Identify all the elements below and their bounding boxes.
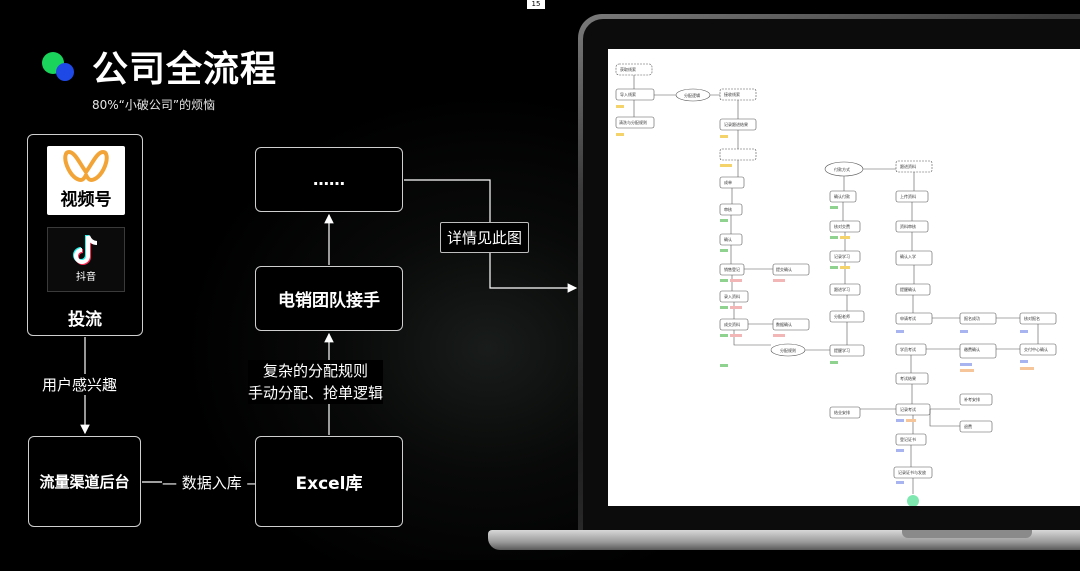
svg-text:提交确认: 提交确认: [776, 266, 792, 272]
svg-text:提醒学习: 提醒学习: [834, 347, 850, 353]
more-steps-box: ……: [255, 147, 403, 212]
svg-text:数据确认: 数据确认: [776, 321, 792, 327]
douyin-tile: 抖音: [47, 227, 125, 292]
telesales-team-box: 电销团队接手: [255, 266, 403, 331]
svg-text:确认: 确认: [724, 236, 732, 242]
see-detail-label: 详情见此图: [440, 222, 530, 253]
svg-text:付款方式: 付款方式: [834, 166, 850, 172]
svg-text:学员考试: 学员考试: [900, 346, 916, 352]
slide-title: 公司全流程: [92, 49, 278, 90]
svg-text:记录学习: 记录学习: [834, 253, 850, 259]
svg-text:分配老师: 分配老师: [834, 313, 850, 319]
svg-text:跟进学习: 跟进学习: [834, 286, 850, 292]
svg-text:分配规则: 分配规则: [780, 347, 796, 353]
svg-text:核对交费: 核对交费: [834, 223, 850, 229]
detailed-flowchart-image: 获取线索 导入线索 清洗与分配规则 分配逻辑 接收线索 记录跟进结果 成单 审核…: [615, 63, 1057, 506]
svg-text:缴费确认: 缴费确认: [964, 346, 980, 352]
allocation-rules-label: 复杂的分配规则 手动分配、抢单逻辑: [248, 360, 384, 404]
wechat-channels-tile: 视频号: [47, 146, 125, 215]
allocation-rules-line-2: 手动分配、抢单逻辑: [248, 384, 384, 402]
title-dot-blue-icon: [56, 63, 74, 81]
slide-subtitle: 80%“小破公司”的烦恼: [92, 98, 216, 112]
data-entry-label: — 数据入库 —: [162, 472, 262, 493]
svg-text:成交资料: 成交资料: [724, 321, 740, 327]
laptop-screen-flowchart: 获取线索 导入线索 清洗与分配规则 分配逻辑 接收线索 记录跟进结果 成单 审核…: [608, 49, 1080, 506]
svg-text:审核: 审核: [724, 206, 732, 212]
svg-text:确认入学: 确认入学: [900, 253, 916, 259]
excel-library-box: Excel库: [255, 436, 403, 527]
svg-text:补考安排: 补考安排: [964, 396, 980, 402]
svg-text:报名成功: 报名成功: [964, 315, 980, 321]
svg-text:记录考试: 记录考试: [900, 406, 916, 412]
svg-text:考试结果: 考试结果: [900, 375, 916, 381]
svg-text:接收线索: 接收线索: [724, 91, 740, 97]
laptop-bezel: 获取线索 导入线索 清洗与分配规则 分配逻辑 接收线索 记录跟进结果 成单 审核…: [583, 19, 1080, 530]
wechat-channels-label: 视频号: [60, 190, 112, 210]
svg-text:提醒确认: 提醒确认: [900, 286, 916, 292]
allocation-rules-line-1: 复杂的分配规则: [263, 362, 369, 380]
svg-text:跟进资料: 跟进资料: [900, 163, 916, 169]
svg-text:成单: 成单: [724, 179, 732, 185]
svg-text:记录证书与发放: 记录证书与发放: [898, 469, 926, 475]
svg-text:核对报名: 核对报名: [1024, 315, 1040, 321]
laptop-lid: 获取线索 导入线索 清洗与分配规则 分配逻辑 接收线索 记录跟进结果 成单 审核…: [578, 14, 1080, 530]
wechat-channels-logo-icon: [63, 150, 109, 182]
svg-text:退费: 退费: [964, 423, 972, 429]
svg-text:上传资料: 上传资料: [900, 193, 916, 199]
svg-text:获取线索: 获取线索: [620, 66, 636, 72]
traffic-label: 投流: [68, 310, 102, 330]
channel-backend-box: 流量渠道后台: [28, 436, 141, 527]
user-interest-label: 用户感兴趣: [42, 374, 118, 395]
laptop-mockup: 获取线索 导入线索 清洗与分配规则 分配逻辑 接收线索 记录跟进结果 成单 审核…: [578, 14, 1080, 544]
svg-text:销售登记: 销售登记: [724, 266, 740, 272]
douyin-label: 抖音: [76, 272, 96, 283]
svg-text:登记证书: 登记证书: [900, 436, 916, 442]
svg-text:录入资料: 录入资料: [724, 293, 740, 299]
traffic-source-box: 视频号 抖音 投流: [27, 134, 143, 336]
page-number: 15: [527, 0, 545, 9]
svg-text:申请考试: 申请考试: [900, 315, 916, 321]
svg-text:结业安排: 结业安排: [834, 409, 850, 415]
svg-text:记录跟进结果: 记录跟进结果: [724, 121, 748, 127]
svg-text:导入线索: 导入线索: [620, 91, 636, 97]
svg-text:清洗与分配规则: 清洗与分配规则: [619, 119, 647, 125]
svg-text:确认付款: 确认付款: [834, 193, 850, 199]
svg-text:资料审核: 资料审核: [900, 223, 916, 229]
laptop-base-notch: [902, 530, 1032, 538]
douyin-logo-icon: [73, 235, 98, 265]
svg-text:交付中心确认: 交付中心确认: [1024, 346, 1048, 352]
svg-text:分配逻辑: 分配逻辑: [684, 92, 700, 98]
